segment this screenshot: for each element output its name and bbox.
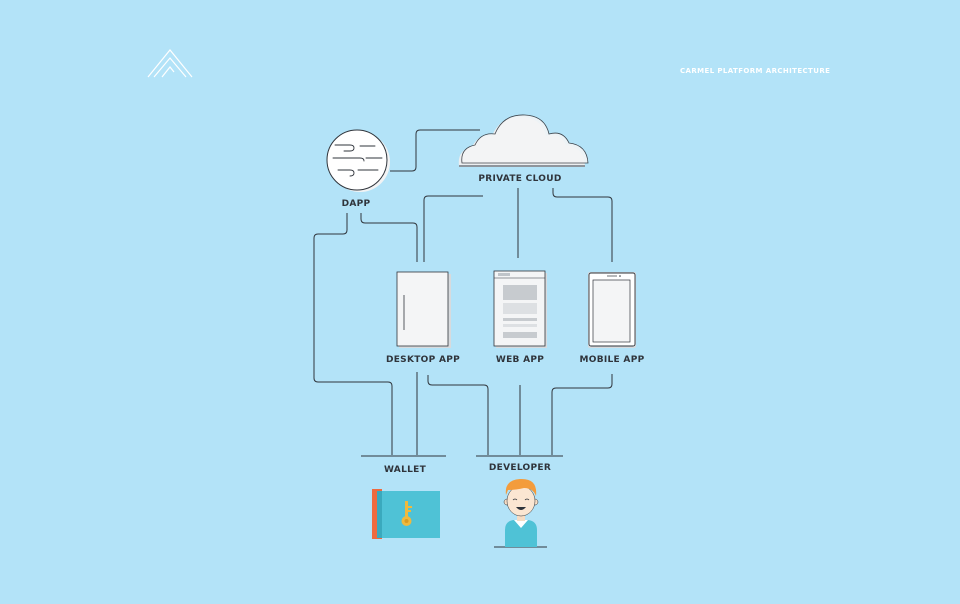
wallet-icon xyxy=(372,489,440,539)
connector-cloud-desktop xyxy=(423,195,483,262)
private-cloud-icon xyxy=(458,114,589,167)
page-title: CARMEL PLATFORM ARCHITECTURE xyxy=(680,67,831,75)
mobile-app-icon xyxy=(588,272,636,348)
web-app-icon xyxy=(493,270,547,348)
connector-dapp-cloud xyxy=(390,129,480,172)
connector-cloud-mobile xyxy=(552,188,613,262)
mobile-app-label: MOBILE APP xyxy=(579,355,645,365)
connector-dapp-desktop xyxy=(360,213,418,262)
connector-desktop-developer xyxy=(427,375,489,455)
private-cloud-label: PRIVATE CLOUD xyxy=(478,174,562,184)
connector-mobile-developer xyxy=(551,374,613,455)
dapp-globe-icon xyxy=(326,129,390,192)
desktop-app-label: DESKTOP APP xyxy=(385,355,461,365)
mountain-logo-icon xyxy=(147,49,193,78)
web-app-label: WEB APP xyxy=(495,355,545,365)
developer-avatar-icon xyxy=(503,478,539,547)
connector-dapp-wallet xyxy=(313,213,393,455)
wallet-label: WALLET xyxy=(383,465,427,475)
dapp-label: DAPP xyxy=(341,199,371,209)
developer-label: DEVELOPER xyxy=(488,463,552,473)
connector-lines xyxy=(313,129,613,548)
key-icon xyxy=(401,501,412,526)
desktop-app-icon xyxy=(396,271,451,348)
